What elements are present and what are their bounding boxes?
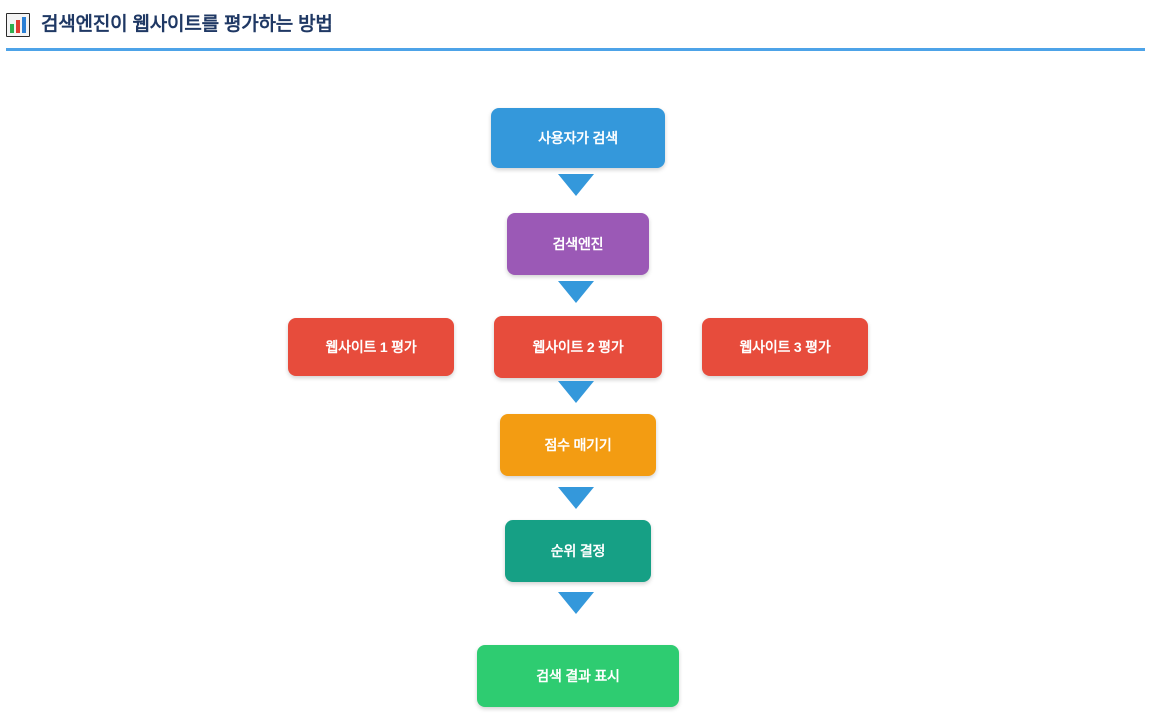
bar-chart-icon-bar-2: [16, 20, 20, 33]
bar-chart-icon-bar-1: [10, 24, 14, 33]
flow-level-show-results: 검색 결과 표시: [0, 645, 1156, 707]
flow-level-website-evaluation: 웹사이트 1 평가 웹사이트 2 평가 웹사이트 3 평가: [0, 316, 1156, 378]
flow-arrow-5-icon: [558, 592, 594, 614]
flow-node-ranking[interactable]: 순위 결정: [505, 520, 651, 582]
flow-arrow-3-icon: [558, 381, 594, 403]
flow-arrow-1-icon: [558, 174, 594, 196]
bar-chart-icon-bar-3: [22, 17, 26, 33]
flow-level-search-engine: 검색엔진: [0, 213, 1156, 275]
page-header: 검색엔진이 웹사이트를 평가하는 방법: [0, 0, 1156, 50]
flow-level-user-search: 사용자가 검색: [0, 108, 1156, 168]
flow-node-show-results[interactable]: 검색 결과 표시: [477, 645, 679, 707]
flow-arrow-4-icon: [558, 487, 594, 509]
flow-node-website-1-evaluation[interactable]: 웹사이트 1 평가: [288, 318, 454, 376]
flow-node-user-search[interactable]: 사용자가 검색: [491, 108, 665, 168]
flow-level-scoring: 점수 매기기: [0, 414, 1156, 476]
flow-arrow-2-icon: [558, 281, 594, 303]
flow-node-search-engine[interactable]: 검색엔진: [507, 213, 649, 275]
header-inner: 검색엔진이 웹사이트를 평가하는 방법: [0, 0, 1156, 37]
flow-node-website-2-evaluation[interactable]: 웹사이트 2 평가: [494, 316, 662, 378]
header-divider: [6, 48, 1145, 51]
bar-chart-icon: [6, 13, 30, 37]
flow-node-scoring[interactable]: 점수 매기기: [500, 414, 656, 476]
flow-level-ranking: 순위 결정: [0, 520, 1156, 582]
page-title: 검색엔진이 웹사이트를 평가하는 방법: [41, 14, 333, 35]
flowchart: 사용자가 검색 검색엔진 웹사이트 1 평가 웹사이트 2 평가 웹사이트 3 …: [0, 50, 1156, 722]
flow-node-website-3-evaluation[interactable]: 웹사이트 3 평가: [702, 318, 868, 376]
flow-eval-row: 웹사이트 1 평가 웹사이트 2 평가 웹사이트 3 평가: [288, 316, 868, 378]
